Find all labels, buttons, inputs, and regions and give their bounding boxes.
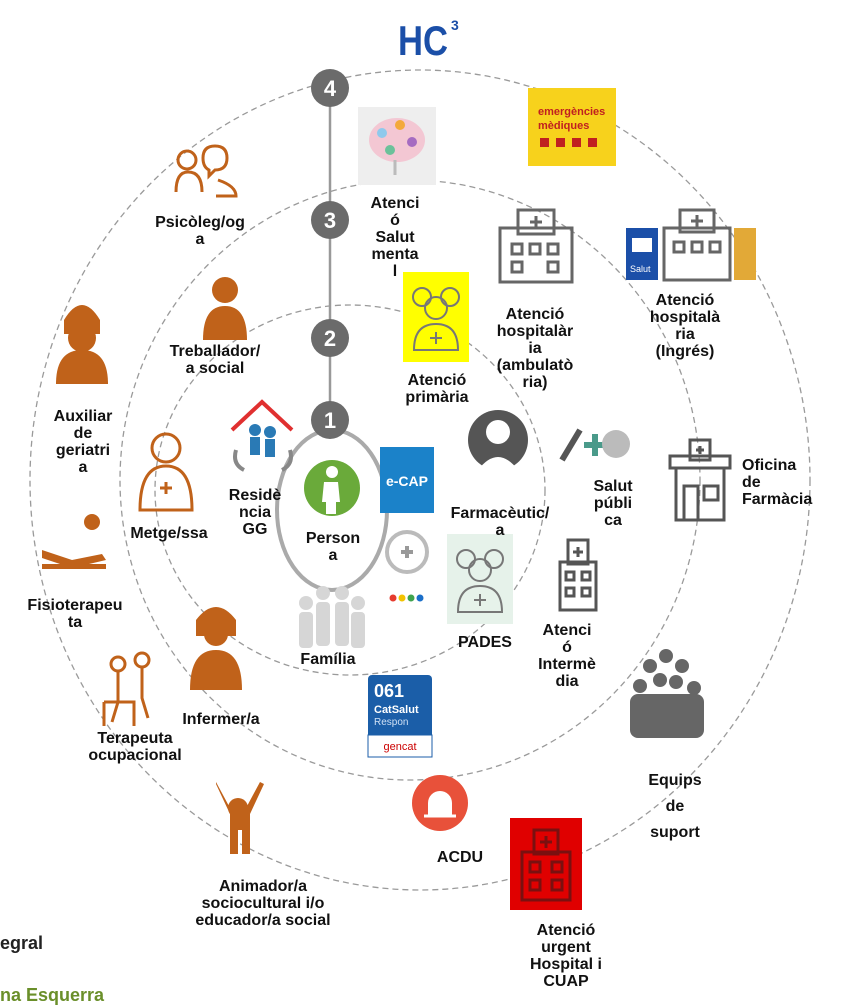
residence-icon: [230, 399, 294, 472]
svg-text:Respon: Respon: [374, 717, 408, 728]
pharmacy-office-icon: [668, 438, 732, 522]
step-1: 1: [311, 401, 349, 439]
nurse-icon: [190, 607, 242, 690]
label-urgent: Atenció urgent Hospital i CUAP: [529, 922, 602, 990]
label-farmaceutic: Farmacèutic/ a: [450, 505, 550, 539]
occupational-therapist-icon: [102, 651, 151, 726]
ring-3: [119, 179, 701, 781]
pades-icon: [447, 534, 513, 624]
ring-2: [154, 304, 546, 676]
label-intermedia: Atenci ó Intermè dia: [538, 622, 596, 690]
label-salut-publica: Salut públi ca: [593, 478, 633, 529]
brain-icon: [358, 107, 436, 185]
hospital-ambulatory-icon: [498, 208, 574, 284]
urgent-hospital-icon: [510, 818, 582, 910]
label-pades: PADES: [458, 634, 512, 651]
svg-text:4: 4: [324, 76, 337, 101]
label-residencia: Residè ncia GG: [228, 487, 282, 538]
label-treballador: Treballador/ a social: [169, 343, 261, 377]
label-hosp-ingres: Atenció hospitalà ria (Ingrés): [649, 292, 721, 360]
svg-text:1: 1: [324, 408, 336, 433]
family-icon: [299, 586, 365, 648]
svg-text:3: 3: [451, 17, 459, 33]
label-atencio-primaria: Atenció primària: [405, 372, 469, 406]
label-animador: Animador/a sociocultural i/o educador/a …: [195, 878, 331, 929]
svg-text:061: 061: [374, 681, 404, 701]
svg-text:3: 3: [324, 208, 336, 233]
step-4: 4: [311, 69, 349, 107]
emergencies-logo: emergències mèdiques: [528, 88, 616, 166]
doctor-icon: [138, 432, 194, 512]
label-familia: Família: [300, 651, 356, 668]
ecap-icon: e-CAP: [380, 447, 434, 513]
psychologist-icon: [174, 144, 238, 198]
label-acdu: ACDU: [436, 849, 484, 866]
intermediate-care-icon: [558, 538, 598, 612]
physiotherapist-icon: [42, 514, 106, 569]
health-app-icon: [385, 530, 429, 602]
svg-text:gencat: gencat: [383, 741, 416, 753]
catsalut-061-icon: 061 CatSalut Respon gencat: [367, 675, 433, 758]
person-icon: [304, 460, 360, 516]
step-3: 3: [311, 201, 349, 239]
public-health-icon: [559, 428, 630, 462]
svg-text:mèdiques: mèdiques: [538, 120, 589, 132]
svg-text:e-CAP: e-CAP: [386, 473, 428, 489]
step-2: 2: [311, 319, 349, 357]
primary-care-icon: [403, 272, 469, 362]
label-oficina-farmacia: Oficina de Farmàcia: [742, 457, 813, 508]
svg-text:Salut: Salut: [630, 264, 651, 274]
hc3-logo: HC 3: [398, 17, 459, 64]
acdu-alarm-icon: [412, 775, 468, 831]
hospital-admission-icon: Salut: [626, 208, 756, 282]
label-fisioterapeuta: Fisioterapeu ta: [27, 597, 123, 631]
social-worker-icon: [203, 277, 247, 340]
svg-text:emergències: emergències: [538, 106, 605, 118]
svg-text:HC: HC: [398, 17, 448, 64]
label-psicoleg: Psicòleg/og a: [155, 214, 245, 248]
footer-line-2: na Esquerra: [0, 985, 105, 1005]
support-teams-icon: [630, 649, 704, 738]
label-person: Person a: [305, 530, 361, 564]
label-infermer: Infermer/a: [182, 711, 260, 728]
geriatric-assistant-icon: [56, 305, 108, 384]
label-metge: Metge/ssa: [130, 525, 208, 542]
label-salut-mental: Atenci ó Salut menta l: [370, 195, 420, 280]
label-hosp-amb: Atenció hospitalàr ia (ambulatò ria): [496, 306, 574, 391]
label-terapeuta: Terapeuta ocupacional: [88, 730, 182, 764]
svg-text:CatSalut: CatSalut: [374, 704, 419, 716]
footer-line-1: egral: [0, 933, 44, 953]
pharmacist-icon: [468, 410, 528, 470]
label-equips-suport: Equips de suport: [648, 772, 702, 841]
label-auxiliar: Auxiliar de geriatri a: [53, 408, 113, 476]
ring-4: [29, 69, 811, 891]
animator-icon: [216, 782, 264, 854]
svg-text:2: 2: [324, 326, 336, 351]
